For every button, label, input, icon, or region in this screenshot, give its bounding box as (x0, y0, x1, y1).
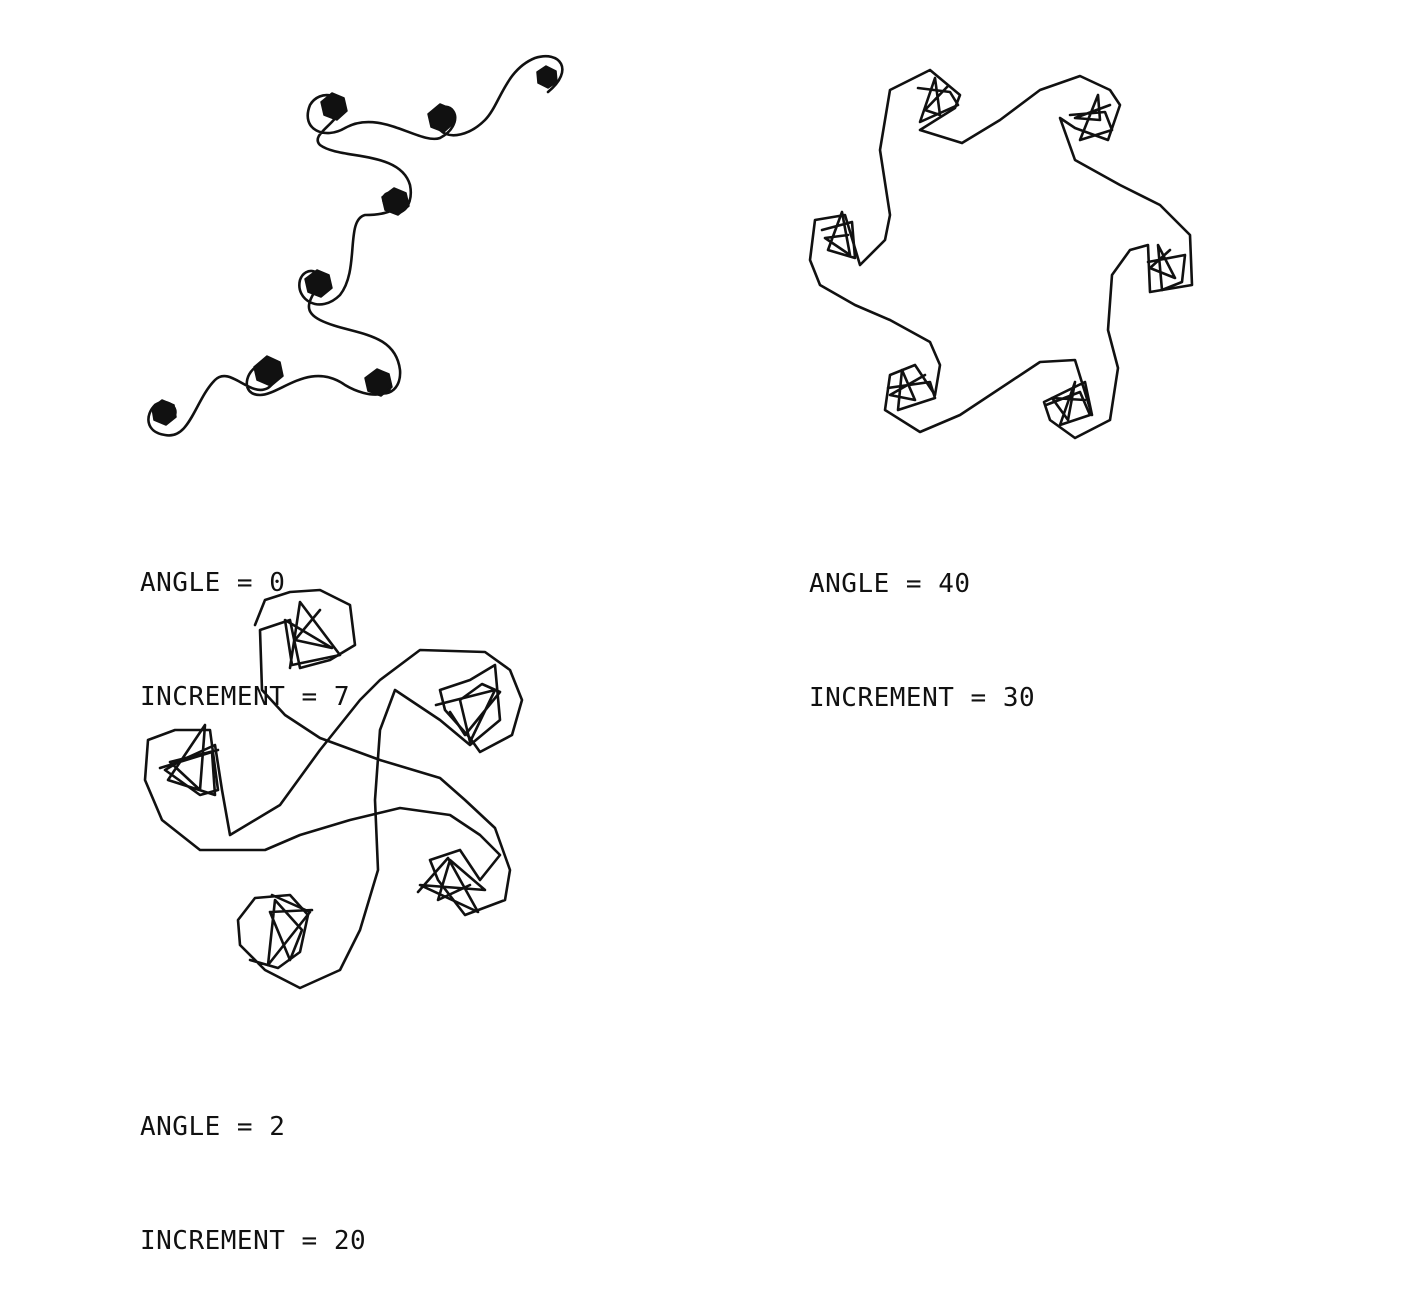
figure-1-dot (364, 368, 393, 397)
figure-1-dots (151, 65, 558, 426)
figure-1-caption: ANGLE = 0 INCREMENT = 7 (140, 488, 350, 754)
figure-3-curve (143, 588, 524, 990)
figure-2-knot-5 (886, 368, 937, 412)
figure-3-knot-4 (416, 856, 487, 914)
drawing-canvas (143, 55, 1194, 990)
figure-3-knot-3 (158, 723, 220, 797)
figure-1-dot (304, 269, 333, 298)
figure-1-dot (536, 65, 558, 89)
figure-1-angle-label: ANGLE = 0 (140, 568, 286, 598)
figure-2-star-curve (808, 68, 1194, 440)
figure-1-increment-label: INCREMENT = 7 (140, 682, 350, 712)
figure-3-knot-5 (266, 893, 314, 967)
figure-1-dot (381, 187, 410, 216)
figure-2-knot-2 (1068, 93, 1114, 142)
figure-2-caption: ANGLE = 40 INCREMENT = 30 (809, 489, 1035, 755)
figure-1-dot (253, 355, 284, 387)
figure-2-increment-label: INCREMENT = 30 (809, 683, 1036, 713)
figure-3-knot-1 (283, 600, 342, 670)
figure-3-caption: ANGLE = 2 INCREMENT = 20 (140, 1032, 366, 1298)
figure-1-dot (151, 399, 177, 426)
figure-2-knot-6 (820, 210, 857, 260)
figure-1-spiral-curve (147, 55, 564, 437)
figure-1-dot (320, 92, 348, 121)
figure-3-knot-2 (434, 682, 502, 744)
figure-3-outline (143, 588, 524, 990)
figure-3-angle-label: ANGLE = 2 (140, 1112, 286, 1142)
figure-2-angle-label: ANGLE = 40 (809, 569, 971, 599)
figure-2-outline (808, 68, 1194, 440)
figure-1-curve-path (147, 55, 564, 437)
figure-3-increment-label: INCREMENT = 20 (140, 1226, 367, 1256)
figure-2-knot-4 (1044, 380, 1092, 427)
figure-1-dot (427, 103, 456, 133)
figure-2-knot-3 (1146, 243, 1187, 292)
figure-2-knot-1 (916, 76, 960, 124)
